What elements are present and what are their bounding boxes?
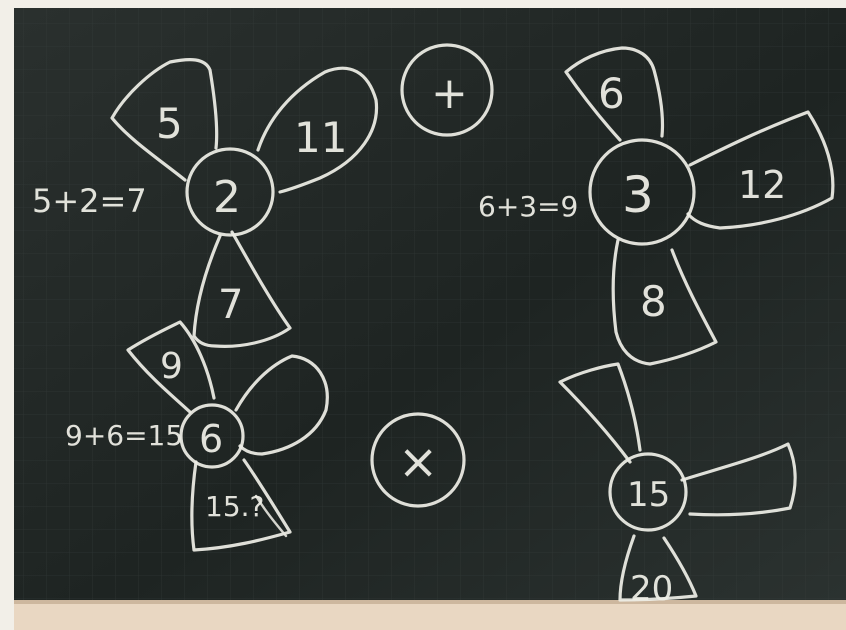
hub-circle [588, 138, 696, 246]
blade-number: 11 [294, 113, 347, 162]
blade-number: 6 [598, 69, 625, 118]
blade-outline [611, 238, 718, 366]
center-number: 2 [213, 172, 241, 223]
blade-outline [256, 66, 379, 194]
equation-text: 6+3=9 [478, 190, 578, 223]
blade-outline [234, 354, 329, 456]
blade-number: 12 [738, 163, 786, 207]
blade-outline [190, 458, 292, 552]
operation-symbol: × [398, 434, 438, 490]
operation-circle [370, 412, 466, 508]
fan-bottom-left [126, 320, 329, 552]
operation-circle [400, 43, 494, 137]
operation-plus: + [400, 43, 494, 137]
chalk-ledge [14, 600, 846, 630]
blade-outline [564, 46, 665, 142]
blade-outline [618, 534, 698, 602]
center-number: 3 [622, 166, 654, 224]
blade-number: 15.? [205, 490, 264, 523]
hub-circle [608, 452, 688, 532]
blade-outline [192, 230, 292, 348]
blade-outline [126, 320, 216, 414]
operation-symbol: + [431, 68, 468, 119]
operation-times: × [370, 412, 466, 508]
blade-number: 20 [630, 569, 673, 609]
blade-number: 5 [156, 99, 183, 148]
blade-number: 8 [640, 277, 667, 326]
blade-outline [254, 494, 288, 538]
blade-outline [110, 58, 219, 182]
blade-outline [686, 110, 835, 230]
blade-number: 7 [218, 282, 243, 328]
fan-top-right [564, 46, 835, 366]
blade-outline [558, 362, 642, 464]
equation-text: 9+6=15 [65, 419, 183, 452]
hub-circle [179, 403, 245, 469]
blade-outline [680, 442, 797, 517]
ledge-edge [14, 600, 846, 604]
blade-number: 9 [160, 346, 183, 387]
hub-circle [185, 147, 275, 237]
equation-text: 5+2=7 [32, 182, 147, 220]
center-number: 6 [199, 417, 223, 461]
center-number: 15 [627, 475, 670, 515]
fan-bottom-right [558, 362, 797, 602]
fan-top-left [110, 58, 379, 348]
